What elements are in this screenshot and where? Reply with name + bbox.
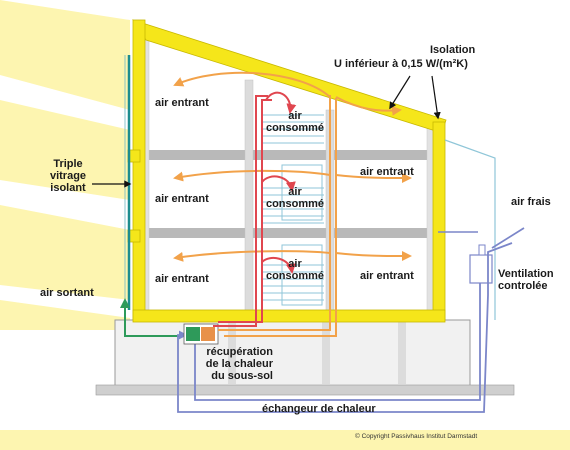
supply-air-ducts bbox=[173, 71, 412, 337]
echangeur-label: échangeur de chaleur bbox=[262, 403, 376, 415]
exhaust-air-path bbox=[120, 298, 184, 337]
air-consomme-label-3: air consommé bbox=[255, 258, 335, 282]
air-entrant-label-3: air entrant bbox=[155, 273, 209, 285]
air-entrant-label-2: air entrant bbox=[155, 193, 209, 205]
air-frais-label: air frais bbox=[511, 196, 551, 208]
sun-rays bbox=[0, 0, 130, 330]
air-consomme-1-line-1: air bbox=[288, 110, 302, 122]
triple-glazing-line-3: isolant bbox=[50, 182, 86, 194]
triple-glazing-label: Triple vitrage isolant bbox=[38, 158, 98, 194]
extract-air-ducts bbox=[213, 91, 297, 327]
recuperation-line-1: récupération bbox=[206, 346, 273, 358]
callout-lines bbox=[92, 75, 441, 188]
air-consomme-3-line-1: air bbox=[288, 258, 302, 270]
triple-glazing-line-2: vitrage bbox=[49, 170, 87, 182]
air-entrant-label-4: air entrant bbox=[360, 166, 414, 178]
ventilation-label: Ventilation controlée bbox=[498, 268, 554, 292]
copyright-text: © Copyright Passivhaus Institut Darmstad… bbox=[355, 433, 478, 440]
heat-exchanger bbox=[183, 323, 219, 345]
insulation-envelope bbox=[127, 19, 447, 323]
air-entrant-label-1: air entrant bbox=[155, 97, 209, 109]
recuperation-label: récupération de la chaleur du sous-sol bbox=[178, 346, 273, 382]
air-entrant-label-5: air entrant bbox=[360, 270, 414, 282]
air-consomme-3-line-2: consommé bbox=[265, 270, 325, 282]
ventilation-line-2: controlée bbox=[498, 280, 548, 292]
air-consomme-2-line-1: air bbox=[288, 186, 302, 198]
recuperation-line-2: de la chaleur bbox=[205, 358, 273, 370]
ventilation-line-1: Ventilation bbox=[498, 268, 554, 280]
fresh-air-path bbox=[177, 227, 525, 413]
air-sortant-label: air sortant bbox=[40, 287, 94, 299]
footer-strip bbox=[0, 430, 570, 450]
triple-glazing-line-1: Triple bbox=[53, 158, 83, 170]
air-consomme-label-1: air consommé bbox=[255, 110, 335, 134]
basement bbox=[95, 319, 515, 396]
isolation-title: Isolation bbox=[430, 44, 476, 56]
air-consomme-1-line-2: consommé bbox=[265, 122, 325, 134]
air-consomme-label-2: air consommé bbox=[255, 186, 335, 210]
ventilation-unit bbox=[444, 139, 496, 320]
isolation-value: U inférieur à 0,15 W/(m²K) bbox=[334, 58, 468, 70]
recuperation-line-3: du sous-sol bbox=[211, 370, 273, 382]
air-consomme-2-line-2: consommé bbox=[265, 198, 325, 210]
